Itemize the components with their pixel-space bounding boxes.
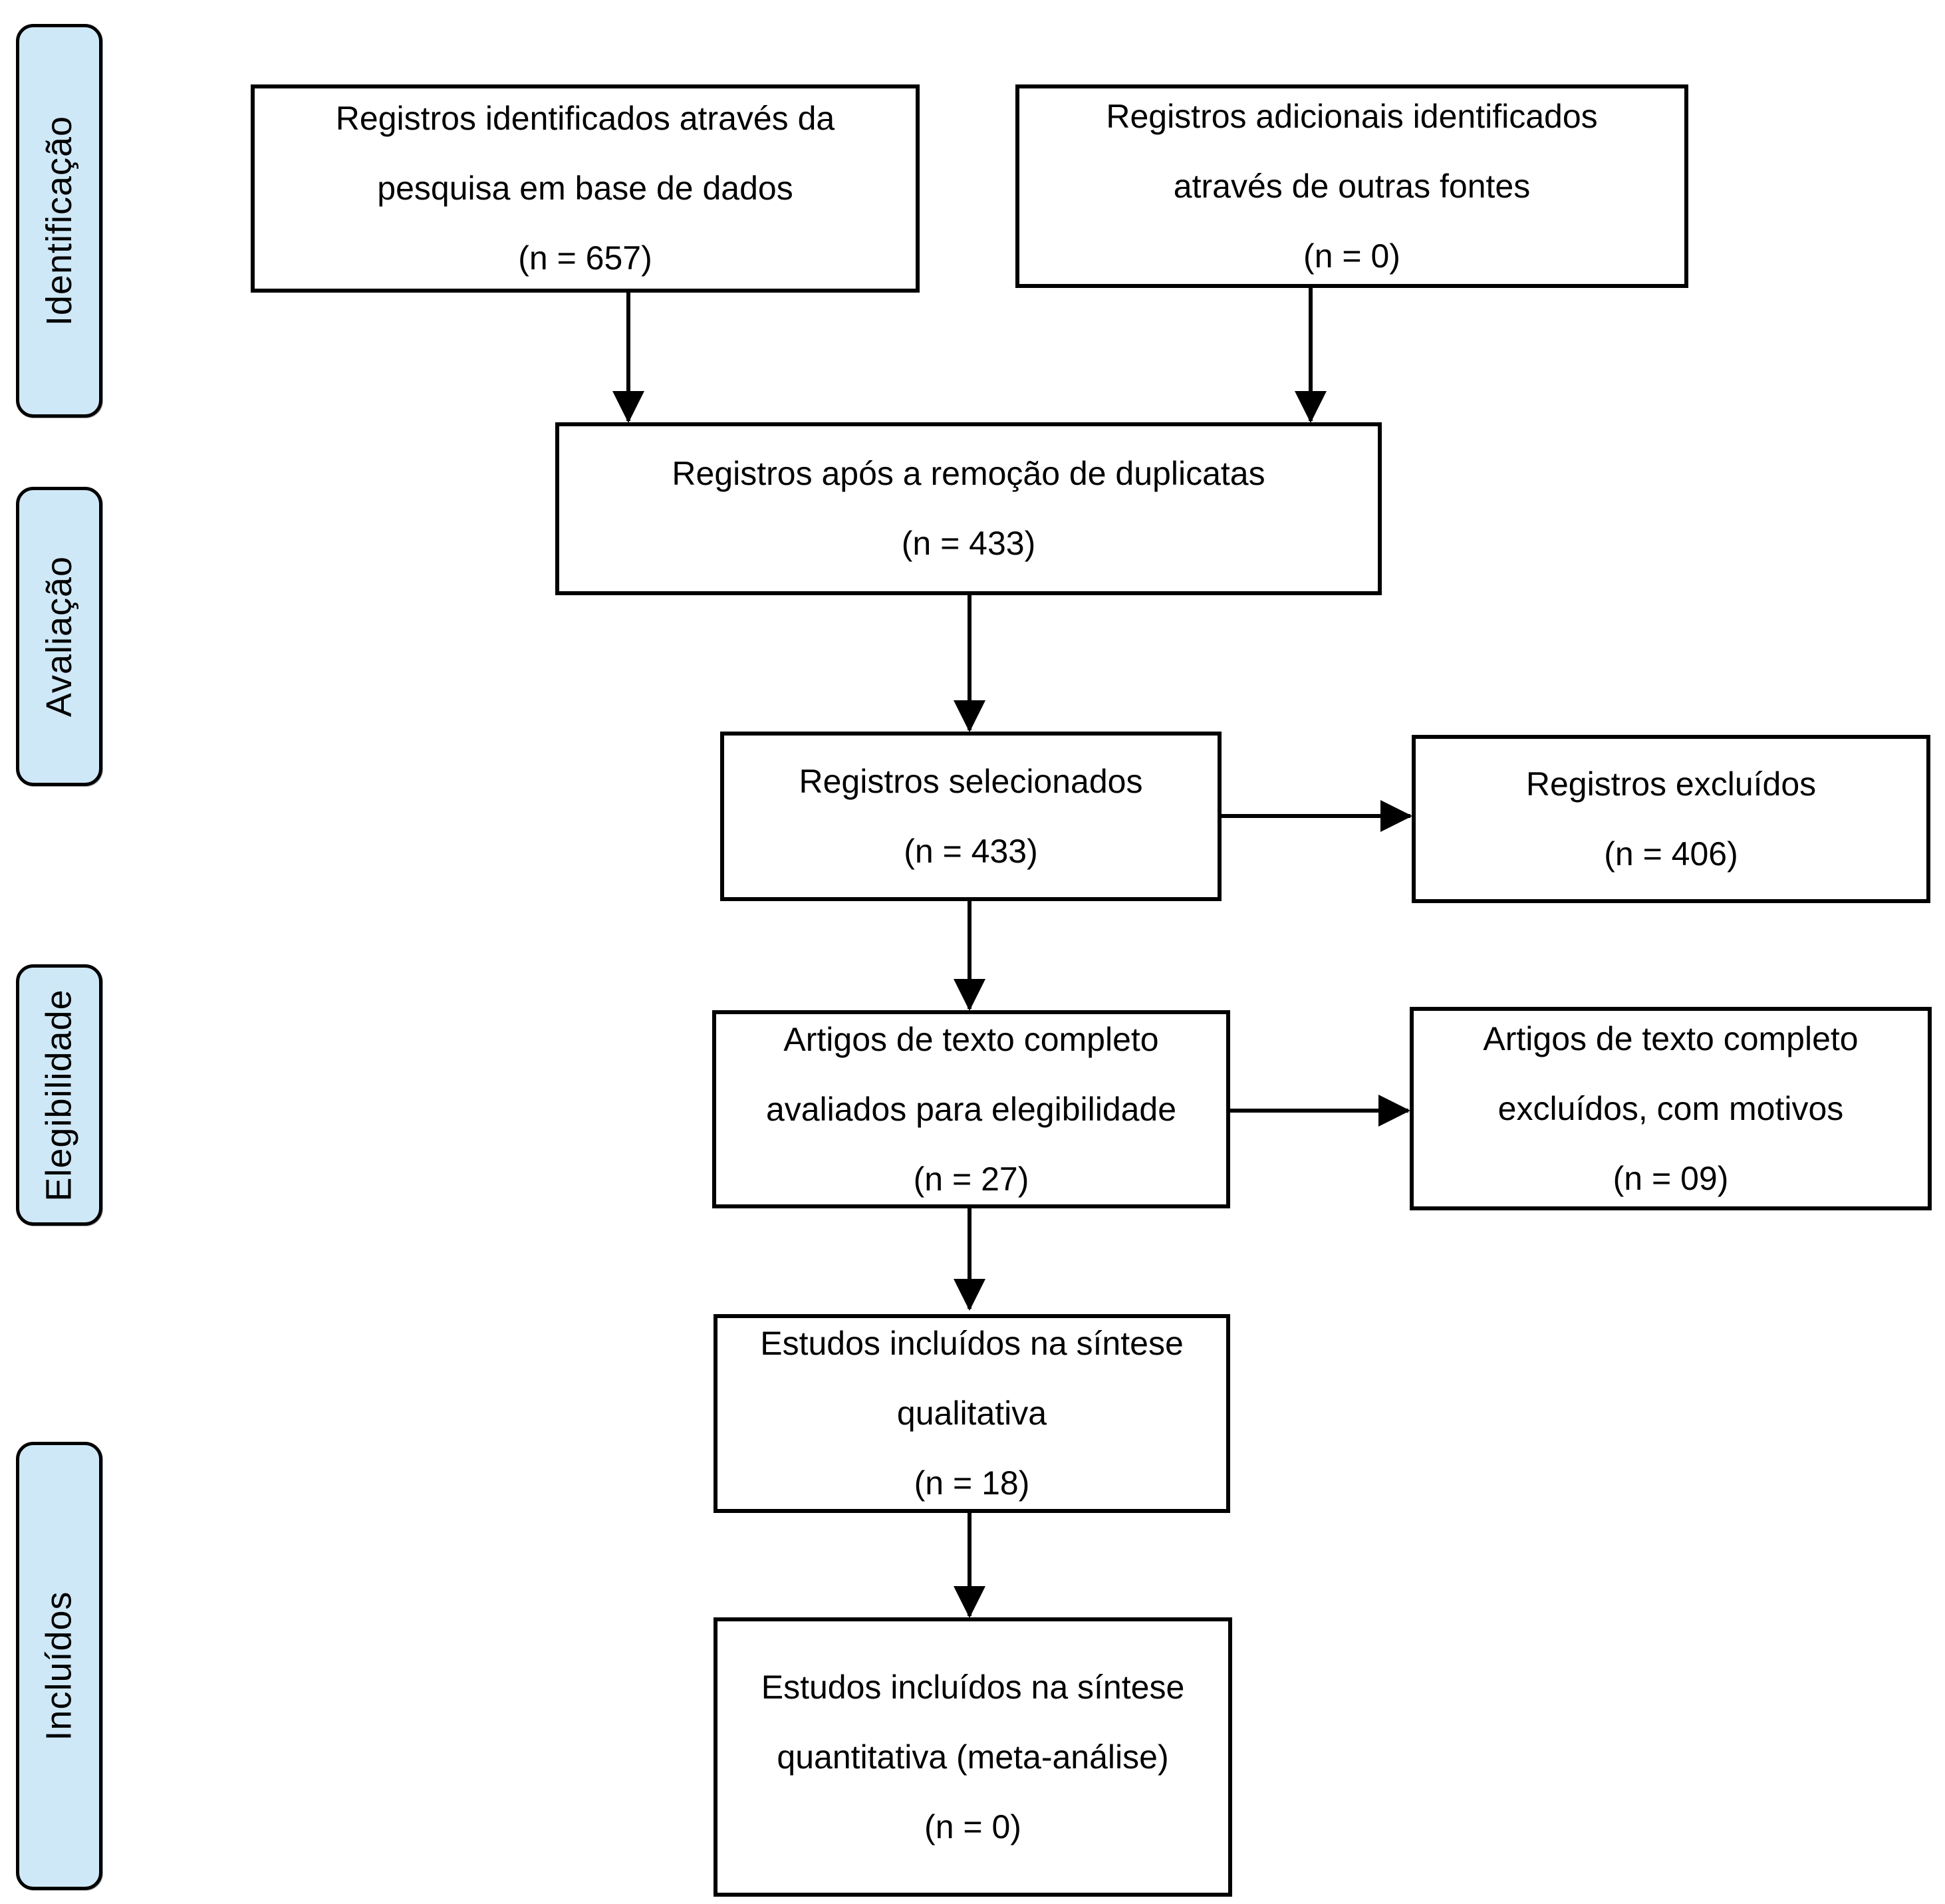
box-fulltext-assessed-eligibility: Artigos de texto completo avaliados para… xyxy=(712,1010,1230,1208)
box-count: (n = 09) xyxy=(1613,1159,1729,1197)
stage-screening-label: Avaliação xyxy=(39,555,80,718)
box-count: (n = 0) xyxy=(1303,237,1400,275)
box-text-line: Estudos incluídos na síntese xyxy=(760,1325,1184,1362)
box-text-line: quantitativa (meta-análise) xyxy=(777,1738,1169,1776)
box-records-screened: Registros selecionados (n = 433) xyxy=(720,732,1222,901)
box-count: (n = 18) xyxy=(914,1464,1030,1502)
box-text-line: Estudos incluídos na síntese xyxy=(761,1668,1185,1706)
box-text-line: através de outras fontes xyxy=(1173,167,1531,205)
stage-identification: Identificação xyxy=(16,24,102,418)
box-count: (n = 406) xyxy=(1604,835,1738,873)
stage-screening: Avaliação xyxy=(16,487,102,786)
box-count: (n = 657) xyxy=(518,239,652,277)
stage-identification-label: Identificação xyxy=(39,115,80,327)
box-count: (n = 0) xyxy=(924,1808,1021,1845)
stage-included-label: Incluídos xyxy=(39,1591,80,1741)
box-text-line: qualitativa xyxy=(896,1395,1047,1432)
box-count: (n = 433) xyxy=(904,832,1038,870)
box-text-line: avaliados para elegibilidade xyxy=(765,1090,1177,1128)
stage-eligibility-label: Elegibilidade xyxy=(39,988,80,1202)
box-text-line: pesquisa em base de dados xyxy=(377,170,793,207)
box-records-after-duplicates-removed: Registros após a remoção de duplicatas (… xyxy=(555,422,1382,595)
box-count: (n = 433) xyxy=(901,525,1036,562)
box-text-line: Artigos de texto completo xyxy=(783,1020,1159,1058)
stage-included: Incluídos xyxy=(16,1442,102,1890)
box-count: (n = 27) xyxy=(913,1160,1029,1198)
box-records-excluded: Registros excluídos (n = 406) xyxy=(1412,735,1930,903)
box-text-line: Registros excluídos xyxy=(1525,765,1817,803)
box-studies-qualitative-synthesis: Estudos incluídos na síntese qualitativa… xyxy=(713,1314,1230,1513)
box-text-line: Registros selecionados xyxy=(799,762,1143,800)
box-text-line: Artigos de texto completo xyxy=(1483,1020,1859,1057)
box-fulltext-excluded-with-reasons: Artigos de texto completo excluídos, com… xyxy=(1410,1007,1932,1210)
box-text-line: Registros adicionais identificados xyxy=(1106,97,1598,135)
box-additional-records-other-sources: Registros adicionais identificados atrav… xyxy=(1015,84,1688,288)
box-records-identified-database: Registros identificados através da pesqu… xyxy=(251,84,920,293)
box-text-line: Registros após a remoção de duplicatas xyxy=(672,455,1265,492)
box-text-line: excluídos, com motivos xyxy=(1497,1089,1844,1127)
box-text-line: Registros identificados através da xyxy=(335,100,835,137)
box-studies-quantitative-synthesis: Estudos incluídos na síntese quantitativ… xyxy=(713,1617,1232,1897)
stage-eligibility: Elegibilidade xyxy=(16,964,102,1226)
